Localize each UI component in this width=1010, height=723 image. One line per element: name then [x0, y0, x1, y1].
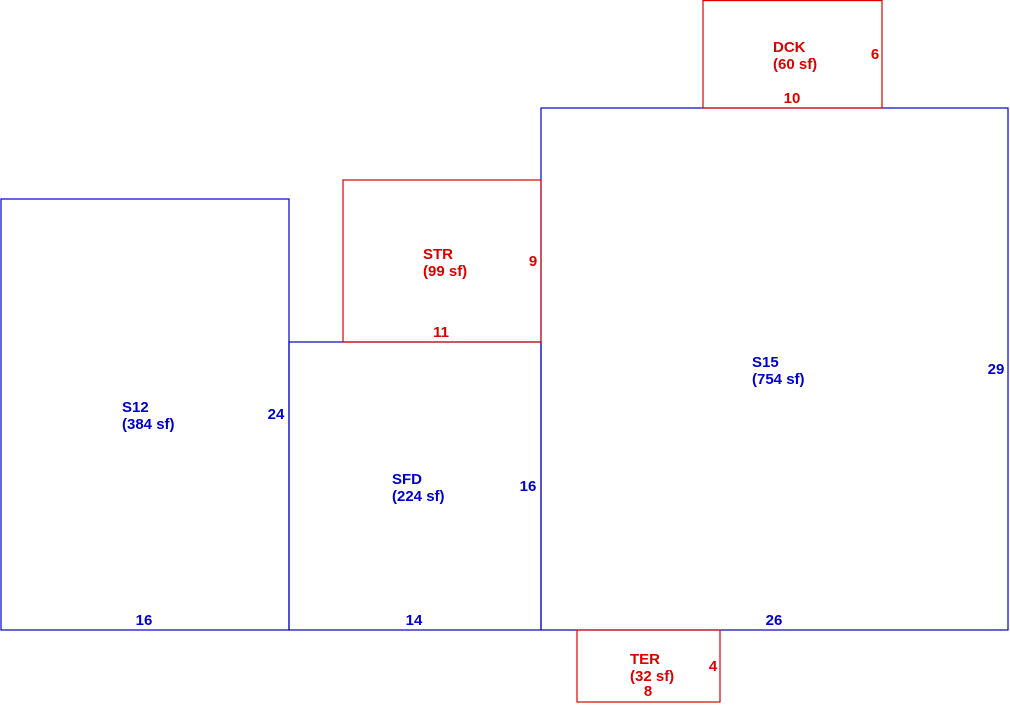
area-ter-area: (32 sf) — [630, 668, 674, 685]
area-s12-area: (384 sf) — [122, 416, 175, 433]
area-sfd-height-label: 16 — [520, 478, 537, 495]
area-s15-width-label: 26 — [766, 612, 783, 629]
area-sfd: SFD (224 sf) 14 16 — [288, 341, 542, 631]
area-ter-width-label: 8 — [644, 683, 652, 700]
area-s12-width-label: 16 — [136, 612, 153, 629]
area-dck-height-label: 6 — [871, 46, 879, 63]
area-str: STR (99 sf) 11 9 — [342, 179, 542, 343]
area-ter: TER (32 sf) 8 4 — [576, 629, 721, 703]
area-sfd-code: SFD — [392, 471, 422, 488]
area-dck-code: DCK — [773, 39, 806, 56]
area-str-code: STR — [423, 246, 453, 263]
area-sfd-area: (224 sf) — [392, 488, 445, 505]
area-ter-outline — [576, 629, 721, 703]
area-str-height-label: 9 — [529, 253, 537, 270]
area-ter-code: TER — [630, 651, 660, 668]
area-s12-code: S12 — [122, 399, 149, 416]
area-dck-area: (60 sf) — [773, 56, 817, 73]
area-dck-width-label: 10 — [784, 90, 801, 107]
area-ter-height-label: 4 — [709, 658, 718, 675]
area-s12: S12 (384 sf) 16 24 — [0, 198, 290, 631]
area-dck-outline — [702, 0, 883, 109]
area-s15-area: (754 sf) — [752, 371, 805, 388]
area-s12-height-label: 24 — [268, 406, 285, 423]
area-s15-height-label: 29 — [988, 361, 1005, 378]
area-sfd-width-label: 14 — [406, 612, 423, 629]
area-str-area: (99 sf) — [423, 263, 467, 280]
area-str-outline — [342, 179, 542, 343]
area-dck: DCK (60 sf) 10 6 — [702, 0, 883, 109]
area-str-width-label: 11 — [433, 324, 449, 341]
area-s15-code: S15 — [752, 354, 779, 371]
area-s15: S15 (754 sf) 26 29 — [540, 107, 1009, 631]
